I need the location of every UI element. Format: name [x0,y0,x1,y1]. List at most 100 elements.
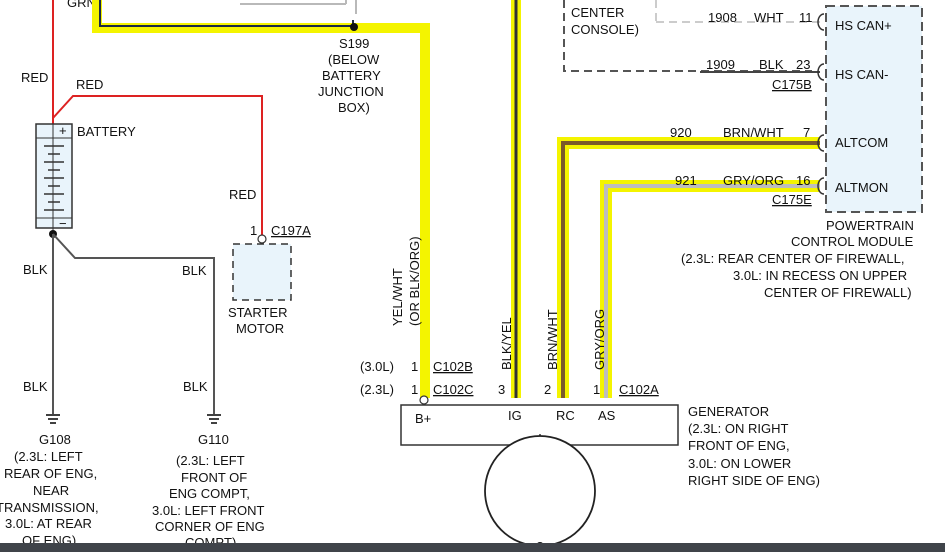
altcom-circuit: 920 [670,125,692,140]
red-wire-battery-starter [52,95,263,236]
b-plus-wire-alt-label: (OR BLK/ORG) [407,236,422,326]
conn-a-connector: C102A [619,382,659,397]
ground-g110-symbol [207,414,221,424]
ground-g108-symbol [46,414,60,424]
rc-wire-label: BRN/WHT [545,309,560,370]
conn-30-pin: 1 [411,359,418,374]
hs-can-plus-pin: 11 [799,10,813,25]
pcm-pin-hs-can-plus: HS CAN+ [835,18,892,33]
altcom-color: BRN/WHT [723,125,784,140]
hs-can-plus-color: WHT [754,10,784,25]
conn-23-engine: (2.3L) [360,382,394,397]
generator-desc-2: FRONT OF ENG, [688,438,790,453]
terminal-as: AS [598,408,616,423]
red-wire-label-2: RED [76,77,103,92]
yel-wht-wire-highlight [92,0,430,398]
g110-desc-2: FRONT OF [181,470,247,485]
conn-30-engine: (3.0L) [360,359,394,374]
pcm-pin-altcom: ALTCOM [835,135,888,150]
conn-23-pin: 1 [411,382,418,397]
ig-pin: 3 [498,382,505,397]
g108-wire-label: BLK [23,379,48,394]
terminal-ig: IG [508,408,522,423]
generator-label: GENERATOR [688,404,769,419]
battery-cells [44,145,64,211]
ig-wire-label: BLK/YEL [499,317,514,370]
g108-label: G108 [39,432,71,447]
center-console-label-1: CENTER [571,5,624,20]
pcm-pin-hs-can-minus: HS CAN- [835,67,888,82]
pcm-module-box [825,5,923,213]
conn-23-connector: C102C [433,382,473,397]
altcom-pin: 7 [803,125,810,140]
pcm-title-1: POWERTRAIN [826,218,914,233]
viewer-bottom-bar [0,543,945,552]
pcm-desc-2: 3.0L: IN RECESS ON UPPER [733,268,907,283]
battery-symbol [35,123,73,229]
generator-desc-1: (2.3L: ON RIGHT [688,421,788,436]
g110-desc-1: (2.3L: LEFT [176,453,245,468]
s199-desc-1: (BELOW [328,52,380,67]
rc-wire-core [561,141,820,398]
generator-symbol [484,435,596,547]
altmon-circuit: 921 [675,173,697,188]
pcm-connector-b: C175B [772,77,812,92]
grn-wire-label: GRN [67,0,96,10]
s199-splice-dot [350,23,358,31]
altmon-pin: 16 [796,173,810,188]
terminal-rc: RC [556,408,575,423]
yel-wht-wire-core [99,0,353,27]
g108-desc-5: 3.0L: AT REAR [5,516,92,531]
conn-30-connector: C102B [433,359,473,374]
g110-desc-3: ENG COMPT, [169,486,250,501]
as-wire-label: GRY/ORG [592,309,607,370]
center-console-label-2: CONSOLE) [571,22,639,37]
terminal-b-plus: B+ [415,411,431,426]
g108-desc-2: REAR OF ENG, [4,466,97,481]
g110-desc-5: CORNER OF ENG [155,519,265,534]
generator-desc-3: 3.0L: ON LOWER [688,456,791,471]
starter-label-2: MOTOR [236,321,284,336]
as-wire-core [604,184,820,398]
starter-pin: 1 [250,223,257,238]
pcm-title-2: CONTROL MODULE [791,234,914,249]
starter-wire-label: RED [229,187,256,202]
rc-pin: 2 [544,382,551,397]
pcm-connector-e: C175E [772,192,812,207]
s199-desc-2: BATTERY [322,68,381,83]
as-pin: 1 [593,382,600,397]
g110-label: G110 [198,432,229,447]
g108-desc-1: (2.3L: LEFT [14,449,83,464]
s199-desc-4: BOX) [338,100,370,115]
pcm-desc-3: CENTER OF FIREWALL) [764,285,912,300]
starter-label-1: STARTER [228,305,287,320]
altmon-color: GRY/ORG [723,173,784,188]
g108-desc-4: TRANSMISSION, [0,500,99,515]
blk-wire-label-2: BLK [182,263,207,278]
battery-label: BATTERY [77,124,136,139]
hs-can-plus-circuit: 1908 [708,10,737,25]
b-plus-terminal [419,395,429,405]
red-wire-label-1: RED [21,70,48,85]
g108-desc-3: NEAR [33,483,69,498]
hs-can-minus-pin: 23 [796,57,810,72]
hs-can-minus-color: BLK [759,57,784,72]
s199-label: S199 [339,36,369,51]
pcm-pin-brackets [817,13,825,195]
starter-motor-box [232,243,292,301]
battery-plus: + [59,123,67,138]
starter-pin-terminal [257,234,267,244]
g110-wire-label: BLK [183,379,208,394]
s199-desc-3: JUNCTION [318,84,384,99]
blk-wire-g110 [52,233,215,414]
pcm-pin-altmon: ALTMON [835,180,888,195]
blk-wire-label-1: BLK [23,262,48,277]
hs-can-minus-circuit: 1909 [706,57,735,72]
generator-desc-4: RIGHT SIDE OF ENG) [688,473,820,488]
starter-connector: C197A [271,223,311,238]
g110-desc-4: 3.0L: LEFT FRONT [152,503,265,518]
battery-minus: − [59,216,67,231]
b-plus-wire-label: YEL/WHT [390,268,405,326]
pcm-desc-1: (2.3L: REAR CENTER OF FIREWALL, [681,251,904,266]
